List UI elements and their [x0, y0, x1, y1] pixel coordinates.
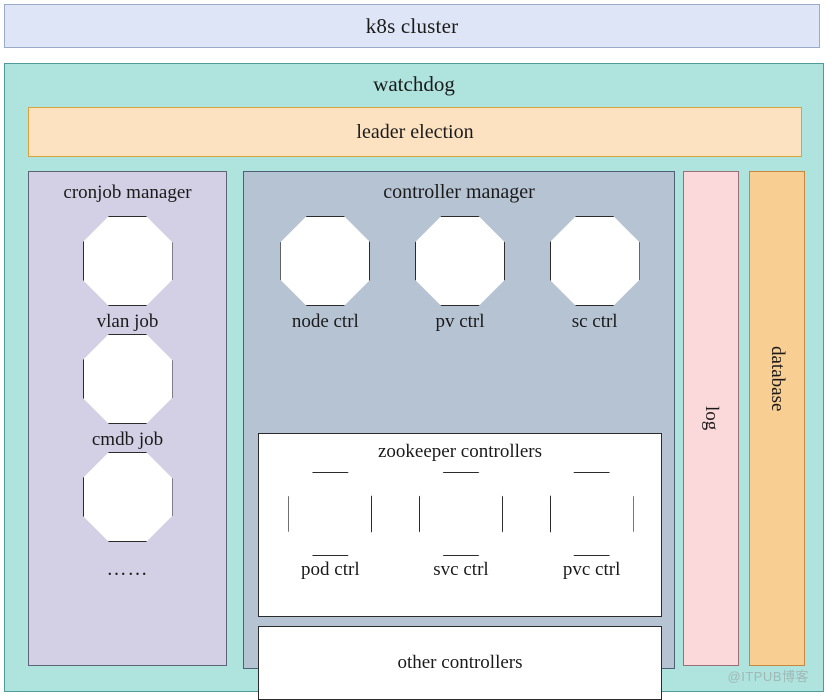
job-node-label: vlan job: [96, 311, 159, 332]
controller-node-label: sc ctrl: [571, 311, 618, 332]
zookeeper-node-label: pod ctrl: [301, 559, 360, 580]
controller-manager-title: controller manager: [383, 181, 535, 203]
zookeeper-node-label: svc ctrl: [433, 559, 489, 580]
job-node-cmdb: cmdb job: [82, 334, 173, 452]
other-controllers-title: other controllers: [397, 652, 523, 673]
zookeeper-node-svc-ctrl: svc ctrl: [418, 472, 503, 582]
octagon-shape: [82, 452, 173, 542]
job-node-vlan: vlan job: [82, 216, 173, 334]
zookeeper-node-label: pvc ctrl: [562, 559, 621, 580]
log-box: log: [683, 171, 739, 666]
octagon-shape: [414, 216, 505, 306]
watermark: @ITPUB博客: [727, 669, 809, 684]
cronjob-ellipsis: ……: [106, 558, 149, 580]
job-node-unlabeled: [82, 452, 173, 542]
watchdog-box: watchdog leader election cronjob manager…: [4, 63, 824, 700]
leader-election-title: leader election: [356, 120, 474, 143]
zookeeper-node-pod-ctrl: pod ctrl: [288, 472, 373, 582]
octagon-shape: [280, 216, 371, 306]
zookeeper-controllers-box: zookeeper controllers pod ctrl svc ctrl …: [258, 433, 662, 617]
controller-node-pv-ctrl: pv ctrl: [414, 216, 505, 334]
k8s-cluster-title: k8s cluster: [365, 13, 459, 38]
cronjob-manager-box: cronjob manager vlan job cmdb job ……: [28, 171, 227, 666]
cronjob-manager-body: vlan job cmdb job ……: [29, 216, 226, 667]
zookeeper-node-pvc-ctrl: pvc ctrl: [549, 472, 634, 582]
controller-manager-box: controller manager node ctrl pv ctrl sc …: [243, 171, 675, 700]
controller-node-node-ctrl: node ctrl: [280, 216, 371, 334]
watchdog-title: watchdog: [373, 72, 455, 96]
controller-node-label: node ctrl: [291, 311, 359, 332]
octagon-shape: [549, 472, 634, 556]
octagon-shape: [418, 472, 503, 556]
zookeeper-octagon-row: pod ctrl svc ctrl pvc ctrl: [265, 472, 657, 582]
log-label: log: [701, 406, 722, 431]
controller-node-sc-ctrl: sc ctrl: [549, 216, 640, 334]
octagon-shape: [288, 472, 373, 556]
other-controllers-box: other controllers: [258, 626, 662, 700]
octagon-shape: [82, 216, 173, 306]
database-label: database: [767, 345, 788, 412]
controller-node-label: pv ctrl: [435, 311, 485, 332]
database-box: database: [749, 171, 805, 666]
k8s-cluster-box: k8s cluster: [4, 4, 820, 48]
job-node-label: cmdb job: [91, 429, 164, 450]
octagon-shape: [549, 216, 640, 306]
cronjob-manager-title: cronjob manager: [63, 182, 192, 203]
zookeeper-controllers-title: zookeeper controllers: [377, 441, 543, 462]
controller-octagon-row: node ctrl pv ctrl sc ctrl: [258, 216, 662, 334]
leader-election-box: leader election: [28, 107, 802, 157]
octagon-shape: [82, 334, 173, 424]
